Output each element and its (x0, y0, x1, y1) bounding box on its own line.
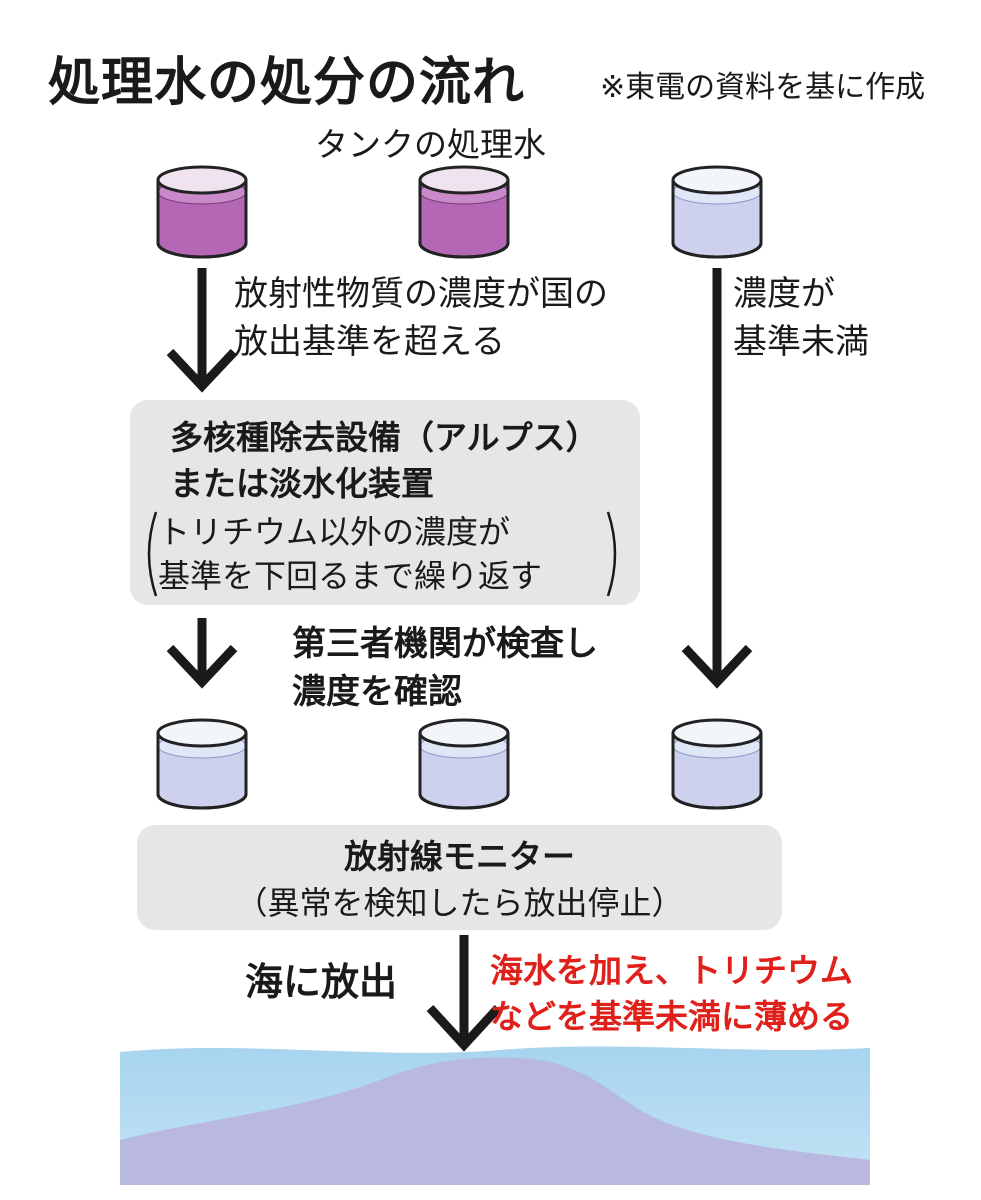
tank-contaminated-2 (418, 165, 510, 259)
release-label: 海に放出 (245, 960, 398, 1004)
tank-label: タンクの処理水 (315, 125, 546, 164)
tank-treated-2 (418, 718, 510, 810)
alps-note-brackets (147, 511, 617, 597)
dilution-line2: などを基準未満に薄める (490, 997, 853, 1036)
tank-treated-1 (156, 718, 248, 810)
right-step-label: 濃度が 基準未満 (733, 270, 869, 366)
monitor-note: （異常を検知したら放出停止） (235, 884, 684, 922)
tank-below-standard (671, 165, 763, 259)
left-step-line2: 放出基準を超える (234, 322, 505, 362)
tank-treated-3 (671, 718, 763, 810)
sea-illustration (120, 1046, 870, 1185)
arrow-below-standard (681, 268, 753, 689)
right-step-line2: 基準未満 (733, 322, 869, 362)
alps-note-line2: 基準を下回るまで繰り返す (158, 557, 543, 595)
arrow-after-alps (166, 618, 238, 689)
alps-box: 多核種除去設備（アルプス） または淡水化装置 トリチウム以外の濃度が 基準を下回… (130, 400, 640, 605)
alps-title-line2: または淡水化装置 (170, 464, 434, 503)
inspection-line2: 濃度を確認 (292, 672, 462, 712)
tank-contaminated-1 (156, 165, 248, 259)
monitor-box: 放射線モニター （異常を検知したら放出停止） (137, 825, 782, 930)
arrow-to-sea (426, 935, 502, 1052)
source-note: ※東電の資料を基に作成 (600, 70, 926, 105)
alps-note-line1: トリチウム以外の濃度が (158, 513, 511, 551)
inspection-label: 第三者機関が検査し 濃度を確認 (292, 620, 598, 716)
inspection-line1: 第三者機関が検査し (292, 624, 598, 664)
monitor-title: 放射線モニター (344, 837, 575, 876)
page-title: 処理水の処分の流れ (48, 53, 526, 113)
dilution-note: 海水を加え、トリチウム などを基準未満に薄める (490, 948, 853, 1040)
dilution-line1: 海水を加え、トリチウム (490, 951, 853, 990)
left-step-line1: 放射性物質の濃度が国の (234, 274, 608, 314)
left-step-label: 放射性物質の濃度が国の 放出基準を超える (234, 270, 608, 366)
arrow-to-alps (166, 268, 238, 393)
alps-title-line1: 多核種除去設備（アルプス） (170, 418, 599, 457)
right-step-line1: 濃度が (733, 274, 835, 314)
